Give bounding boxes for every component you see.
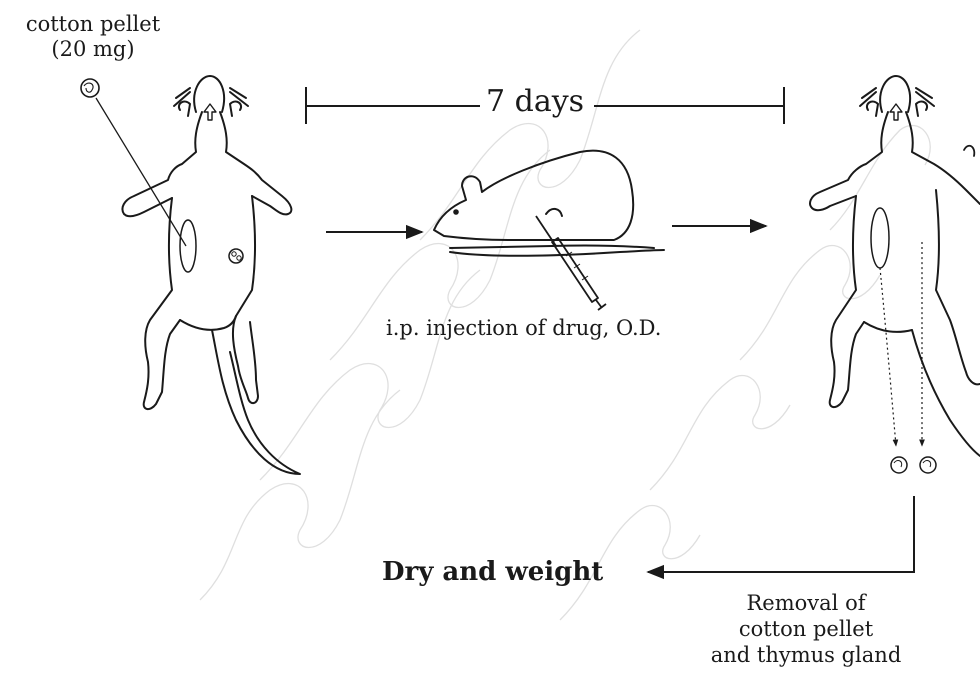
mouse-injection-icon	[434, 151, 664, 256]
pellet-label: cotton pellet (20 mg)	[8, 12, 178, 62]
syringe-icon	[536, 216, 606, 310]
removal-label-line3: and thymus gland	[706, 642, 906, 668]
injection-label: i.p. injection of drug, O.D.	[386, 315, 661, 341]
rat-after-icon	[810, 76, 980, 456]
removal-label-line1: Removal of	[706, 590, 906, 616]
removal-label: Removal of cotton pellet and thymus glan…	[706, 590, 906, 668]
dry-weight-label: Dry and weight	[382, 556, 603, 588]
rat-before-icon	[122, 76, 300, 474]
removed-pellets	[891, 457, 936, 473]
pellet-label-weight: (20 mg)	[8, 37, 178, 62]
duration-label: 7 days	[486, 85, 584, 119]
cotton-pellet-icon	[81, 79, 99, 97]
removal-label-line2: cotton pellet	[706, 616, 906, 642]
arrow-to-dry	[648, 496, 914, 572]
pellet-label-name: cotton pellet	[8, 12, 178, 37]
